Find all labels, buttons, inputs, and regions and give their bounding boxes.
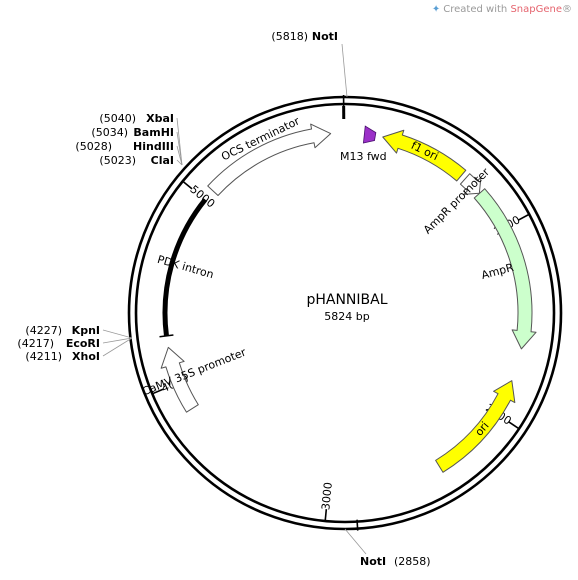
snapgene-credit: ✦Created with SnapGene®	[432, 4, 572, 15]
site-position: (4217)	[17, 337, 54, 350]
site-ecori-4217[interactable]: EcoRI (4217)	[17, 337, 133, 350]
site-leader-line	[102, 337, 133, 357]
site-name: BamHI	[133, 126, 174, 139]
site-name: KpnI	[72, 324, 100, 337]
restriction-sites: (5818) NotI NotI (2858) XbaI (5040)BamHI (5034…	[17, 30, 430, 568]
camv-35s-promoter-label: CaMV 35S promoter	[140, 345, 248, 398]
site-name: HindIII	[133, 140, 174, 153]
site-position: (4211)	[25, 350, 62, 363]
tick-mark-1000	[518, 214, 529, 221]
ampr-arrow	[473, 188, 537, 350]
pdk-intron-cap	[159, 334, 174, 338]
site-position: (5034)	[91, 126, 128, 139]
site-position: (4227)	[25, 324, 62, 337]
f1-ori-arrow	[382, 129, 467, 182]
m13-fwd-label: M13 fwd	[340, 150, 387, 163]
feature-f1-ori[interactable]: f1 ori	[382, 129, 467, 182]
site-noti-5818[interactable]: (5818) NotI	[271, 30, 348, 98]
site-leader-line	[176, 159, 183, 166]
ampr-label: AmpR	[480, 261, 515, 282]
m13-fwd-arrow	[362, 125, 377, 144]
pdk-intron-bar	[162, 197, 208, 337]
tick-marks: 10002000300040005000	[152, 181, 529, 521]
site-position: (5028)	[75, 140, 112, 153]
site-name: XbaI	[146, 112, 174, 125]
tick-mark-2000	[508, 421, 519, 429]
tick-mark-4000	[152, 388, 164, 395]
credit-brand: SnapGene	[510, 4, 562, 15]
site-leader-line	[344, 528, 367, 555]
camv-35s-promoter-arrow	[160, 346, 199, 413]
snapgene-logo-icon: ✦	[431, 4, 441, 15]
site-bamhi-5034[interactable]: BamHI (5034)	[91, 126, 183, 166]
feature-m13-fwd[interactable]: M13 fwd	[340, 125, 387, 163]
site-name: ClaI	[151, 154, 174, 167]
credit-prefix: Created with	[443, 4, 508, 15]
site-position: (5023)	[99, 154, 136, 167]
site-name: NotI	[312, 30, 338, 43]
site-leader-line	[341, 43, 348, 98]
site-leader-line	[102, 329, 133, 339]
backbone-inner-ring	[134, 102, 556, 524]
plasmid-length: 5824 bp	[324, 310, 369, 323]
site-clai-5023[interactable]: ClaI (5023)	[99, 154, 183, 167]
tick-mark-5000	[183, 181, 193, 190]
tick-mark-3000	[324, 509, 328, 521]
site-xhoi-4211[interactable]: XhoI (4211)	[25, 337, 133, 363]
ori-arrow	[435, 380, 516, 473]
site-position: (2858)	[394, 555, 431, 568]
site-name: EcoRI	[66, 337, 100, 350]
site-leader-line	[102, 337, 133, 344]
tick-label-3000: 3000	[319, 482, 335, 511]
site-name: NotI	[360, 555, 386, 568]
site-name: XhoI	[72, 350, 100, 363]
feature-ampr[interactable]: AmpR	[473, 188, 537, 350]
ampr-promoter-arrow	[459, 173, 482, 195]
site-kpni-4227[interactable]: KpnI (4227)	[25, 324, 133, 339]
site-leader-line	[176, 131, 183, 166]
pdk-intron-label: PDK intron	[156, 253, 216, 281]
ocs-terminator-arrow	[207, 123, 332, 197]
site-leader-line	[176, 145, 183, 166]
feature-ori[interactable]: ori	[435, 380, 516, 473]
site-position: (5040)	[99, 112, 136, 125]
feature-ocs-terminator[interactable]: OCS terminator	[207, 114, 332, 197]
site-hindiii-5028[interactable]: HindIII (5028)	[75, 140, 183, 166]
plasmid-name: pHANNIBAL	[306, 292, 387, 308]
site-noti-2858[interactable]: NotI (2858)	[344, 528, 431, 568]
credit-reg: ®	[562, 4, 572, 15]
cut-mark	[356, 519, 359, 531]
site-position: (5818)	[271, 30, 308, 43]
feature-pdk-intron[interactable]: PDK intron	[156, 197, 216, 338]
